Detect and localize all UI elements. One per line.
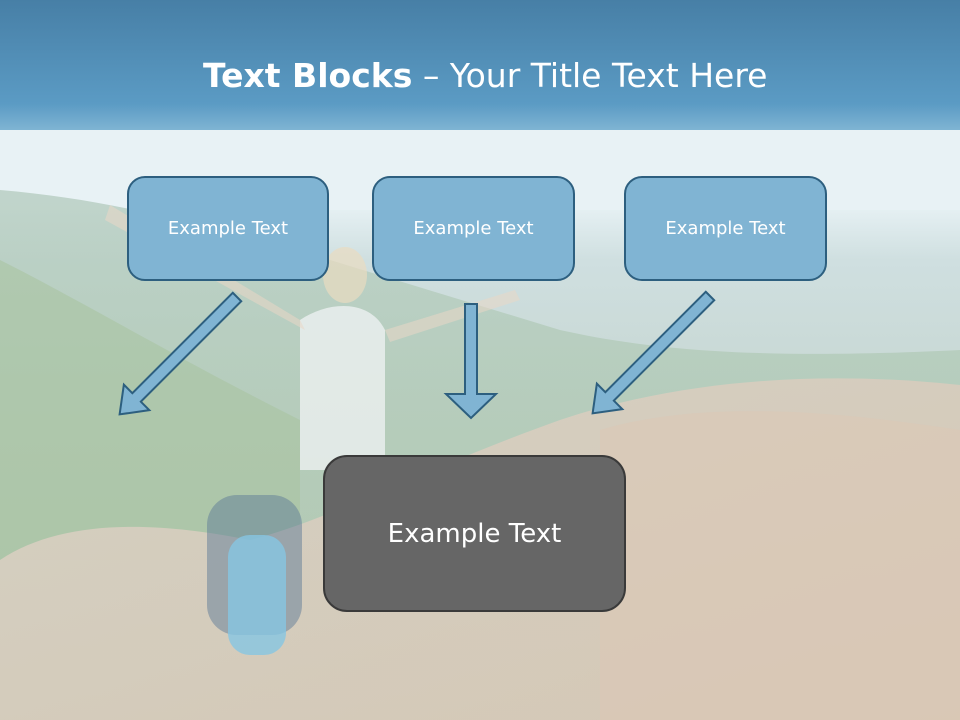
title-separator: – — [412, 56, 450, 95]
title-rest-part: Your Title Text Here — [449, 56, 768, 95]
text-block-1[interactable]: Example Text — [127, 176, 329, 281]
text-block-1-label: Example Text — [167, 218, 289, 239]
arrow-down-right-icon — [118, 291, 243, 416]
text-block-2-label: Example Text — [413, 218, 534, 239]
arrow-down-icon — [443, 303, 499, 420]
text-block-3-label: Example Text — [665, 218, 786, 239]
arrow-down-left-icon — [591, 290, 716, 415]
target-text-block-label: Example Text — [387, 518, 562, 549]
text-block-3[interactable]: Example Text — [624, 176, 827, 281]
slide-title: Text Blocks – Your Title Text Here — [203, 52, 767, 100]
text-block-2[interactable]: Example Text — [372, 176, 575, 281]
title-band — [0, 0, 960, 130]
target-text-block[interactable]: Example Text — [323, 455, 626, 612]
title-bold-part: Text Blocks — [203, 56, 413, 95]
